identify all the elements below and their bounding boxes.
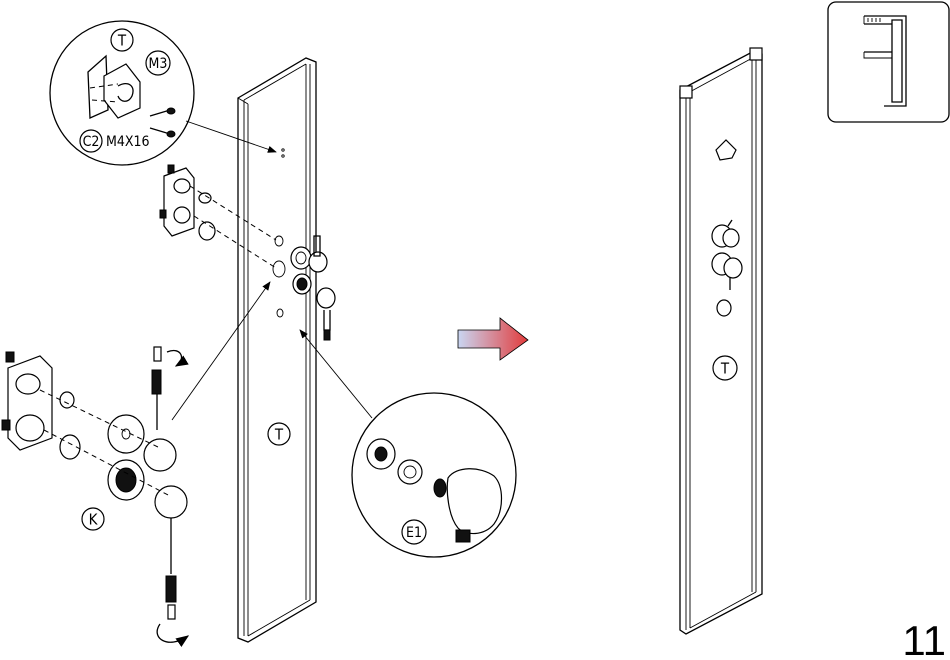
detail-top-T-text: T <box>117 32 127 50</box>
step-number: 11 <box>902 617 946 660</box>
knob-leader <box>172 282 270 420</box>
part-K-label: K <box>82 508 104 530</box>
screw-size-label: M4X16 <box>106 134 150 150</box>
detail-top-C2-label: C2 <box>80 130 102 152</box>
direction-arrow-icon <box>458 318 528 360</box>
panel-left-label: T <box>268 423 290 445</box>
part-K-text: K <box>89 511 99 529</box>
detail-top-C2-text: C2 <box>83 134 100 150</box>
rotate-arrow-icon <box>167 351 182 366</box>
upper-hex-key <box>152 347 182 430</box>
hook-icon <box>716 140 736 160</box>
panel-left-label-text: T <box>274 426 284 444</box>
detail-top-T-label: T <box>111 29 133 51</box>
panel-right-label: T <box>713 356 737 380</box>
detail-top-M3-label: M3 <box>146 51 170 75</box>
small-valve <box>160 165 276 268</box>
rotate-arrow-icon-lower <box>157 624 188 642</box>
panel-right-label-text: T <box>720 360 730 378</box>
profile-detail-box <box>828 2 949 122</box>
detail-top-leader <box>186 121 276 152</box>
right-panel <box>680 48 762 634</box>
top-left-clip <box>680 86 692 98</box>
lower-hex-key <box>157 518 188 642</box>
detail-top-M3-text: M3 <box>149 56 168 72</box>
detail-bottom-leader <box>300 330 372 418</box>
upper-knob-assembly <box>291 236 335 340</box>
detail-bottom-circle <box>352 393 516 557</box>
left-panel <box>238 58 316 642</box>
top-right-clip <box>750 48 762 60</box>
part-E1-label: E1 <box>402 520 426 544</box>
part-E1-text: E1 <box>406 525 422 541</box>
